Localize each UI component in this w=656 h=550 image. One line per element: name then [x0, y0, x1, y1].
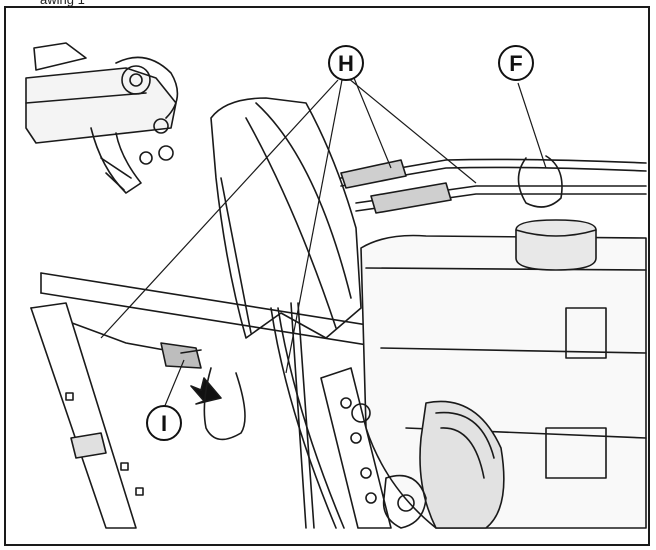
right-arm	[320, 367, 392, 529]
leader-h-3	[347, 77, 477, 184]
control-rod-2	[270, 307, 337, 529]
drive-hub	[382, 474, 427, 529]
handle-bar-upper	[33, 42, 87, 71]
leader-h-2	[285, 79, 343, 374]
callout-f-circle	[498, 45, 534, 81]
loop-cable	[203, 367, 246, 441]
callout-h-label: H	[338, 51, 354, 76]
figure-caption-partial: awing 1	[0, 0, 656, 8]
connector-lower	[370, 182, 452, 214]
handle-bar	[25, 67, 177, 144]
connector-upper	[340, 159, 407, 189]
cover-plate	[210, 97, 362, 339]
leader-f	[517, 82, 547, 169]
lever-bracket	[90, 127, 142, 194]
leader-h-1	[100, 79, 339, 339]
technical-illustration-frame: H F I	[4, 6, 650, 546]
lever-pivot	[115, 56, 179, 119]
fuel-cap	[515, 219, 597, 271]
cable-upper	[340, 158, 647, 179]
cable-lower	[355, 185, 647, 204]
control-rod-1	[290, 302, 307, 529]
left-arm-clamp	[70, 432, 107, 459]
connector-i	[160, 342, 202, 369]
cable-clip	[517, 155, 563, 208]
leader-h-4	[353, 77, 392, 169]
left-arm	[30, 302, 137, 529]
callout-h-circle	[328, 45, 364, 81]
callout-i-label: I	[161, 411, 167, 436]
callout-i-circle	[146, 405, 182, 441]
mechanical-drawing: H F I	[25, 42, 647, 529]
callout-f-label: F	[509, 51, 522, 76]
leader-i	[163, 359, 185, 409]
